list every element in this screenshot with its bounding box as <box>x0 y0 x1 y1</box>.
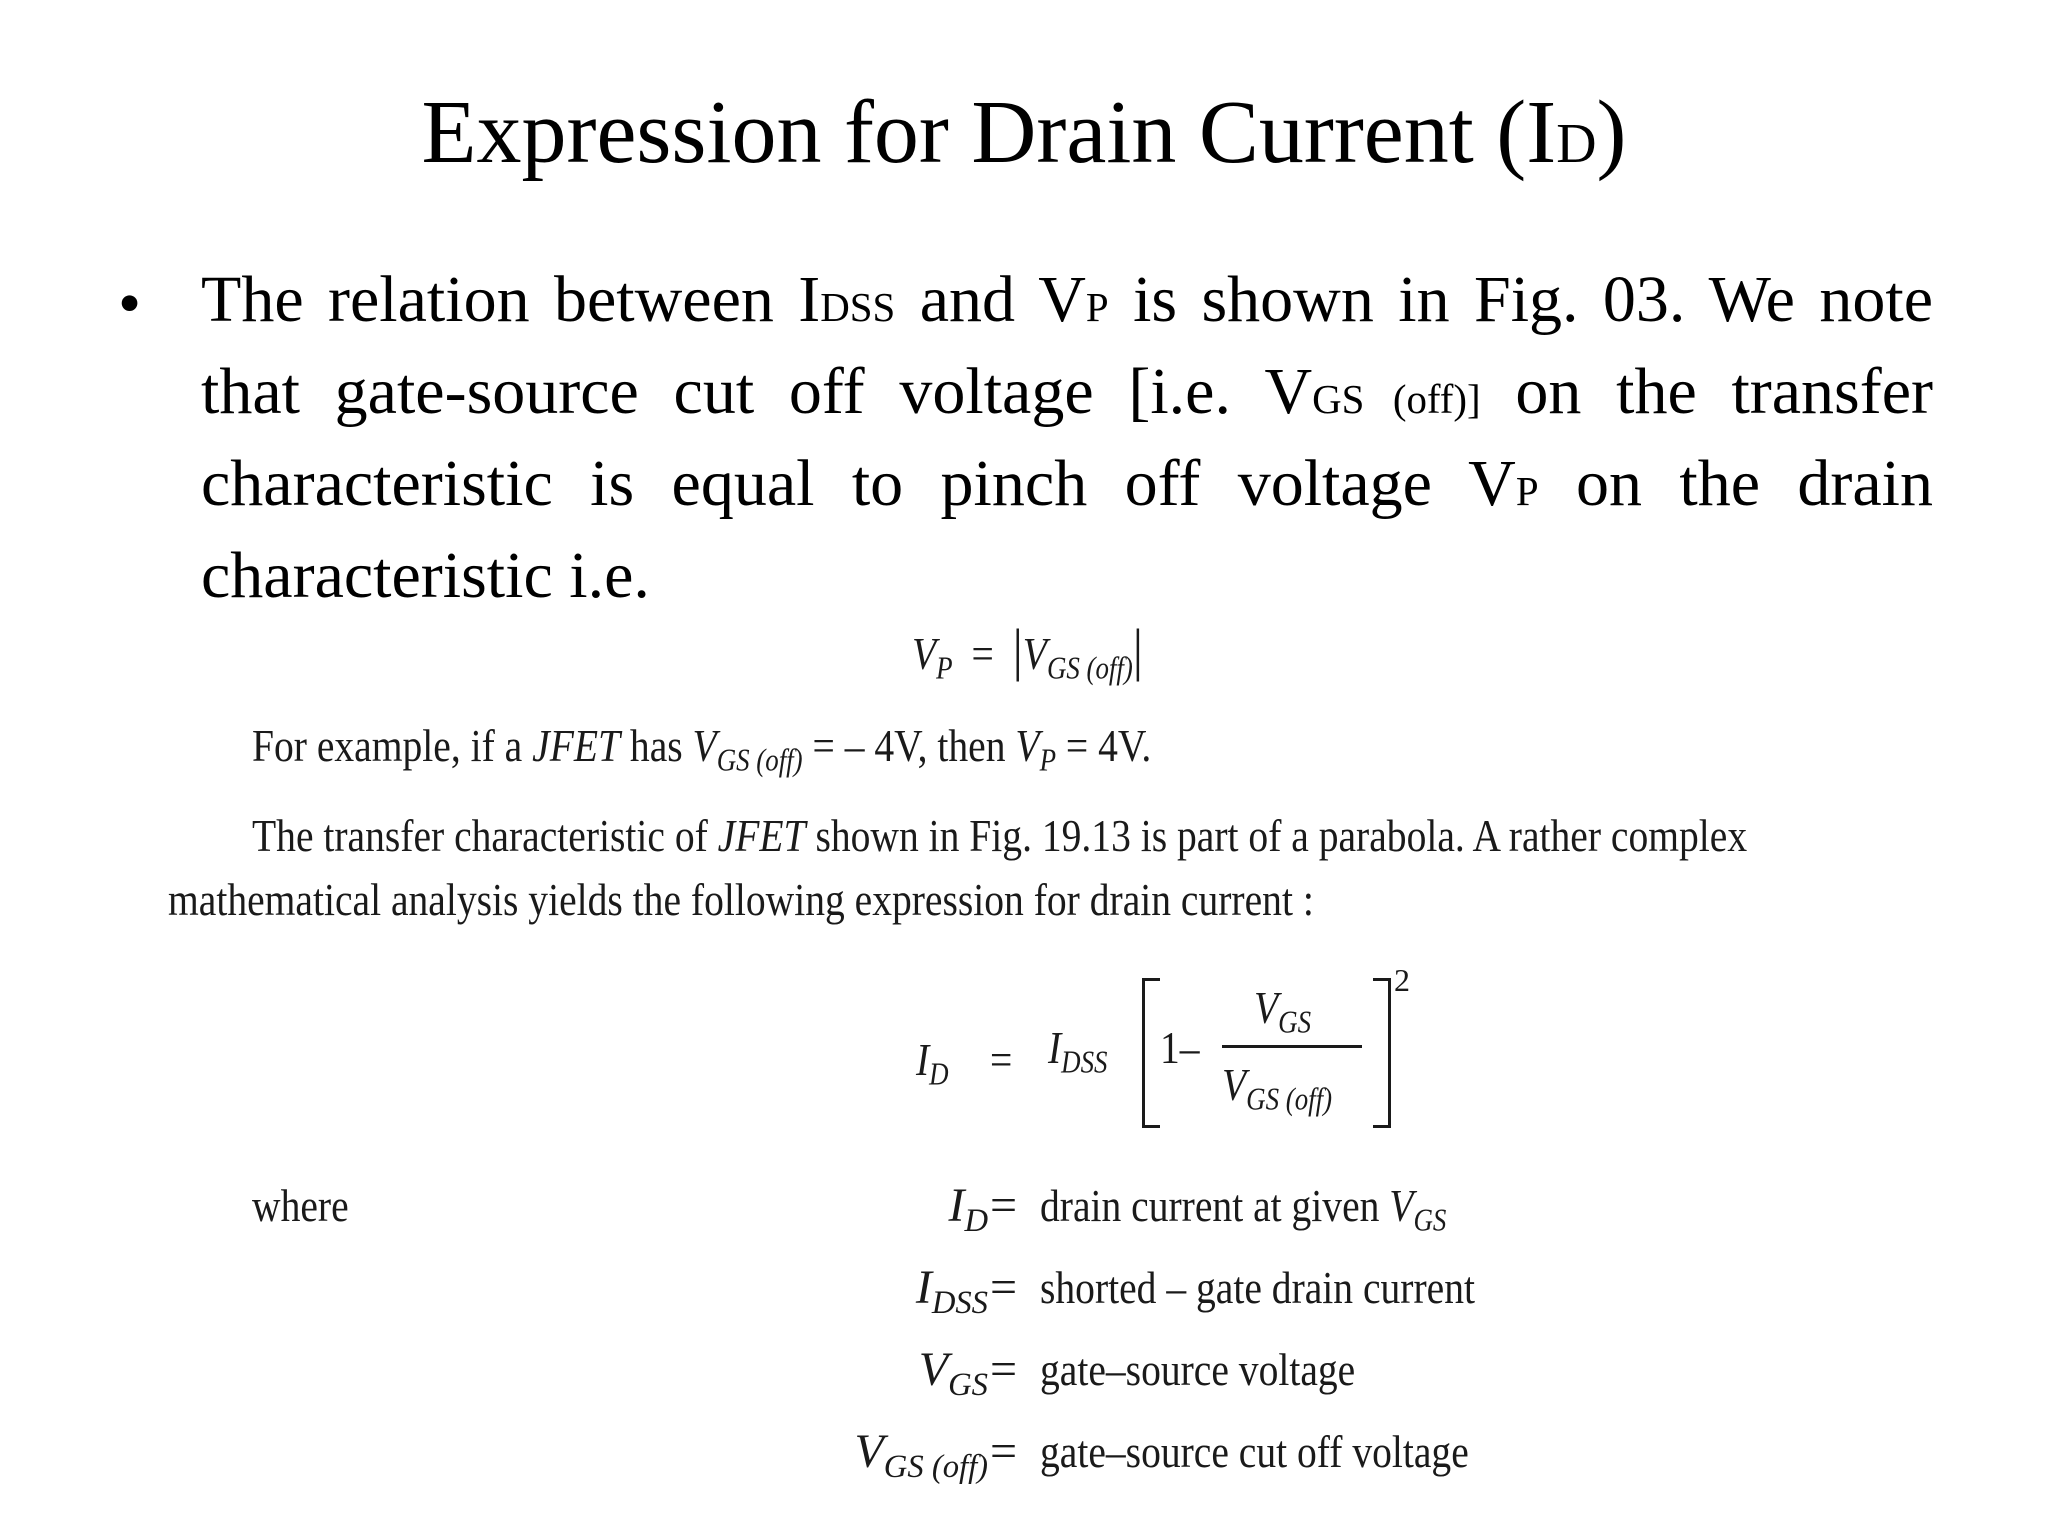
equation-vp: VP=|VGS (off)| <box>912 620 1143 698</box>
right-bracket-bottom <box>1373 1125 1391 1128</box>
example-vp-sub: P <box>1039 742 1057 778</box>
eq2-lhs: ID <box>916 1030 949 1104</box>
def-1-equals: = <box>990 1261 1018 1314</box>
title-text: Expression for Drain Current (I <box>421 83 1557 182</box>
def-0-desc-sub: GS <box>1413 1202 1447 1238</box>
bullet-sub-p: P <box>1085 285 1109 330</box>
eq1-equals: = <box>971 628 994 679</box>
abs-bar-right: | <box>1132 617 1143 682</box>
def-1-sym: I <box>915 1261 932 1314</box>
fraction-bar <box>1222 1045 1362 1048</box>
eq1-rhs: V <box>1022 628 1047 679</box>
eq2-id: I <box>916 1034 930 1085</box>
left-bracket-top <box>1142 978 1160 981</box>
bullet-text-5: on the drain characteristic i.e. <box>201 447 1933 612</box>
example-text-c: = – 4V, then <box>802 720 1016 771</box>
example-text-d: = 4V. <box>1056 720 1152 771</box>
bullet-text-2: and V <box>895 263 1086 336</box>
bullet-text-3: is shown in Fig. 03. We note that gate-s… <box>201 263 1933 428</box>
paragraph-text-a: The transfer characteristic of <box>252 810 718 861</box>
eq1-lhs: V <box>912 628 937 679</box>
def-0-sym: I <box>948 1179 965 1232</box>
eq2-den-v: V <box>1222 1059 1247 1110</box>
def-3-equals: = <box>990 1425 1018 1478</box>
eq2-equals: = <box>990 1034 1013 1085</box>
def-sym-idss: IDSS <box>916 1258 988 1333</box>
def-1-desc: shorted – gate drain current <box>1040 1262 1475 1313</box>
left-bracket-bottom <box>1142 1125 1160 1128</box>
bullet-sub-gsoff: GS (off)] <box>1312 377 1481 422</box>
abs-bar-left: | <box>1012 617 1023 682</box>
def-0-desc: drain current at given VGS <box>1040 1176 1446 1250</box>
eq2-minus: – <box>1179 1022 1200 1073</box>
paragraph-line-2: mathematical analysis yields the followi… <box>168 874 1314 925</box>
eq2-numerator: VGS <box>1254 978 1311 1052</box>
eq2-denominator: VGS (off) <box>1222 1055 1332 1129</box>
bullet-text-1: The relation between I <box>201 263 821 336</box>
bullet-sub-idss: DSS <box>820 285 896 330</box>
def-3-sym: V <box>854 1425 884 1478</box>
slide-title: Expression for Drain Current (ID) <box>0 78 2048 199</box>
paragraph-text-b: shown in Fig. 19.13 is part of a parabol… <box>805 810 1748 861</box>
eq2-idss: IDSS <box>1048 1018 1108 1092</box>
eq2-idss-sym: I <box>1048 1022 1062 1073</box>
def-0-desc-sym: V <box>1389 1180 1414 1231</box>
eq1-rhs-sub: GS (off) <box>1046 650 1133 686</box>
def-sym-vgsoff: VGS (off) <box>854 1422 988 1497</box>
bullet-text-4: on the transfer characteristic is equal … <box>201 355 1933 520</box>
paragraph-line-1: The transfer characteristic of JFET show… <box>252 806 1747 866</box>
bullet-sub-p2: P <box>1515 469 1539 514</box>
example-text-a: For example, if a <box>252 720 533 771</box>
def-2-equals: = <box>990 1343 1018 1396</box>
bullet-marker: • <box>118 267 142 340</box>
right-bracket <box>1388 978 1391 1128</box>
def-0-desc-text: drain current at given <box>1040 1180 1390 1231</box>
def-sym-vgs: VGS <box>919 1340 988 1415</box>
example-vp: V <box>1015 720 1040 771</box>
def-0-equals: = <box>990 1179 1018 1232</box>
example-text-b: has <box>620 720 693 771</box>
title-subscript: D <box>1556 113 1597 175</box>
def-2-sym: V <box>918 1343 949 1396</box>
eq2-num-sub: GS <box>1278 1004 1312 1040</box>
left-bracket <box>1142 978 1145 1128</box>
eq2-exponent: 2 <box>1394 962 1410 998</box>
eq2-num-v: V <box>1254 982 1279 1033</box>
eq2-one-minus: 1– <box>1160 1018 1200 1078</box>
where-label: where <box>252 1180 349 1231</box>
def-3-sub: GS (off) <box>883 1448 988 1485</box>
example-jfet: JFET <box>532 720 621 771</box>
paragraph-jfet: JFET <box>717 810 806 861</box>
eq2-id-sub: D <box>929 1056 949 1092</box>
eq2-idss-sub: DSS <box>1061 1044 1108 1080</box>
def-sym-id: ID <box>948 1176 988 1251</box>
def-2-sub: GS <box>948 1366 988 1403</box>
def-2-desc: gate–source voltage <box>1040 1344 1356 1395</box>
title-close: ) <box>1596 83 1627 182</box>
bullet-paragraph: The relation between IDSS and VP is show… <box>201 258 1933 618</box>
eq1-lhs-sub: P <box>936 650 953 686</box>
eq2-den-sub: GS (off) <box>1246 1081 1333 1117</box>
example-line: For example, if a JFET has VGS (off) = –… <box>252 716 1151 790</box>
right-bracket-top <box>1373 978 1391 981</box>
example-v-sub: GS (off) <box>716 742 803 778</box>
eq2-one: 1 <box>1160 1022 1180 1073</box>
def-0-sub: D <box>964 1202 988 1239</box>
def-1-sub: DSS <box>931 1284 988 1321</box>
example-v: V <box>692 720 717 771</box>
def-3-desc: gate–source cut off voltage <box>1040 1426 1469 1477</box>
